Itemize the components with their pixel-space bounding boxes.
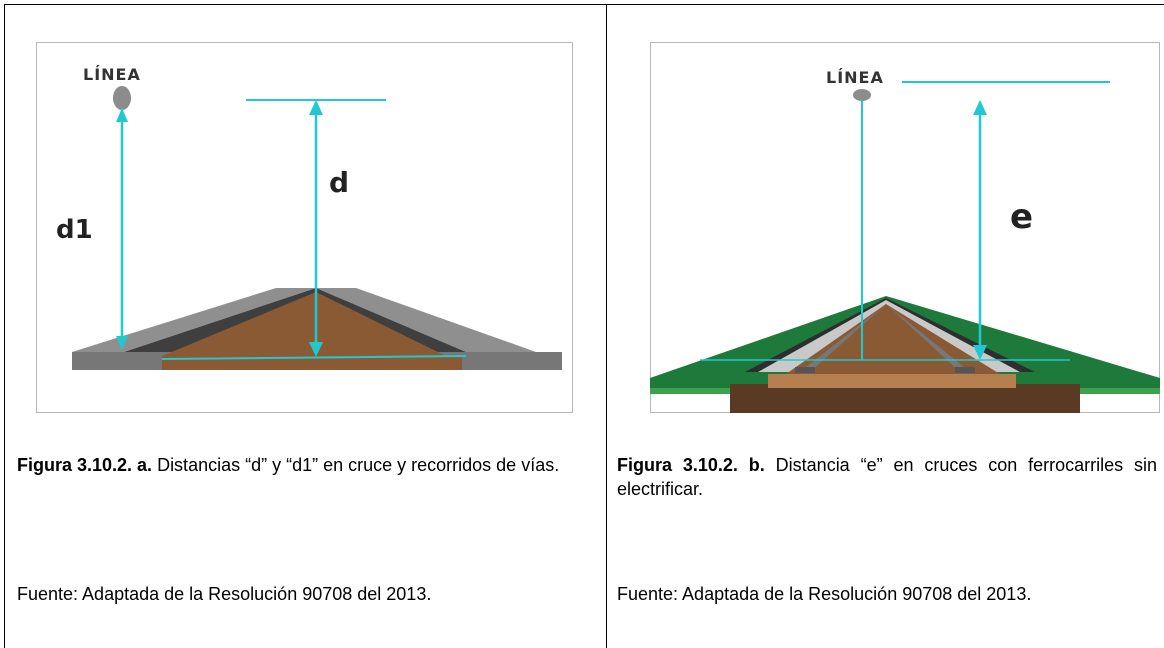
figure-a-diagram: LÍNEA d1 d bbox=[36, 42, 573, 413]
figure-a: LÍNEA d1 d bbox=[36, 42, 573, 413]
figure-b-caption-bold: Figura 3.10.2. b. bbox=[617, 455, 765, 475]
figure-a-label-d1: d1 bbox=[56, 215, 93, 245]
figure-b-line-label: LÍNEA bbox=[826, 68, 884, 87]
figure-a-caption-bold: Figura 3.10.2. a. bbox=[17, 455, 153, 475]
figure-b-diagram: LÍNEA e bbox=[650, 42, 1160, 413]
table-left-border bbox=[4, 4, 5, 648]
table-middle-border bbox=[606, 4, 607, 648]
figure-table: LÍNEA d1 d bbox=[4, 4, 1164, 648]
figure-b-label-e: e bbox=[1010, 197, 1033, 237]
figure-a-line-label: LÍNEA bbox=[83, 65, 141, 84]
figure-b-caption-text: Distancia “e” en cruces con ferrocarrile… bbox=[617, 455, 1158, 499]
table-top-border bbox=[4, 4, 1164, 5]
figure-b: LÍNEA e bbox=[650, 42, 1160, 413]
figure-a-source: Fuente: Adaptada de la Resolución 90708 … bbox=[17, 584, 432, 604]
figure-a-caption-text: Distancias “d” y “d1” en cruce y recorri… bbox=[152, 455, 560, 475]
figure-b-source: Fuente: Adaptada de la Resolución 90708 … bbox=[617, 584, 1032, 604]
figure-b-caption: Figura 3.10.2. b. Distancia “e” en cruce… bbox=[617, 453, 1157, 501]
figure-a-caption: Figura 3.10.2. a. Distancias “d” y “d1” … bbox=[17, 453, 594, 477]
figure-a-label-d: d bbox=[329, 166, 349, 199]
